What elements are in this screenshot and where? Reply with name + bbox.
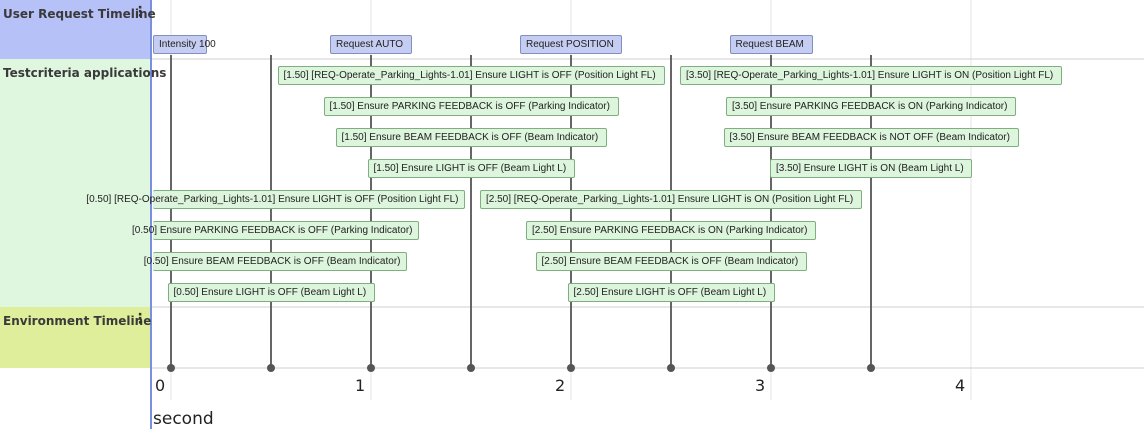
testcriteria-box[interactable]: [1.50] [REQ-Operate_Parking_Lights-1.01]… <box>277 66 665 85</box>
event-dot[interactable] <box>267 364 275 372</box>
axis-tick-label: 1 <box>355 376 366 395</box>
testcriteria-box[interactable]: [2.50] Ensure LIGHT is OFF (Beam Light L… <box>567 283 775 302</box>
user-request-lane-area <box>151 0 1144 59</box>
testcriteria-box[interactable]: [0.50] Ensure BEAM FEEDBACK is OFF (Beam… <box>144 252 407 271</box>
testcriteria-box[interactable]: [0.50] [REQ-Operate_Parking_Lights-1.01]… <box>86 190 465 209</box>
event-dot[interactable] <box>167 364 175 372</box>
event-dot[interactable] <box>867 364 875 372</box>
request-box[interactable]: Request AUTO <box>330 35 412 54</box>
testcriteria-box[interactable]: [2.50] Ensure PARKING FEEDBACK is ON (Pa… <box>526 221 816 240</box>
environment-lane-title: Environment Timeline <box>3 314 152 328</box>
request-box[interactable]: Request POSITION <box>520 35 622 54</box>
testcriteria-box[interactable]: [2.50] Ensure BEAM FEEDBACK is OFF (Beam… <box>535 252 807 271</box>
event-dot[interactable] <box>467 364 475 372</box>
event-dot[interactable] <box>767 364 775 372</box>
event-dot[interactable] <box>367 364 375 372</box>
axis-tick-label: 2 <box>555 376 566 395</box>
testcriteria-box[interactable]: [3.50] Ensure PARKING FEEDBACK is ON (Pa… <box>726 97 1016 116</box>
testcriteria-box[interactable]: [1.50] Ensure LIGHT is OFF (Beam Light L… <box>367 159 575 178</box>
axis-tick-label: 0 <box>155 376 166 395</box>
kebab-menu-icon[interactable]: ⋮ <box>133 311 147 327</box>
user-request-lane-title: User Request Timeline <box>3 7 156 21</box>
testcriteria-box[interactable]: [0.50] Ensure LIGHT is OFF (Beam Light L… <box>167 283 375 302</box>
request-box[interactable]: Request BEAM <box>729 35 813 54</box>
testcriteria-lane-title: Testcriteria applications <box>3 66 167 80</box>
testcriteria-box[interactable]: [2.50] [REQ-Operate_Parking_Lights-1.01]… <box>480 190 862 209</box>
axis-unit-label: second <box>153 409 214 429</box>
testcriteria-lane-header[interactable]: Testcriteria applications <box>0 59 166 307</box>
testcriteria-box[interactable]: [1.50] Ensure PARKING FEEDBACK is OFF (P… <box>323 97 619 116</box>
axis-tick-label: 3 <box>755 376 766 395</box>
testcriteria-box[interactable]: [1.50] Ensure BEAM FEEDBACK is OFF (Beam… <box>335 128 607 147</box>
user-request-lane-header[interactable]: User Request Timeline ⋮ <box>0 0 156 59</box>
testcriteria-box[interactable]: [3.50] Ensure LIGHT is ON (Beam Light L) <box>770 159 972 178</box>
event-dot[interactable] <box>567 364 575 372</box>
kebab-menu-icon[interactable]: ⋮ <box>133 4 147 20</box>
testcriteria-box[interactable]: [3.50] Ensure BEAM FEEDBACK is NOT OFF (… <box>723 128 1019 147</box>
event-dot[interactable] <box>667 364 675 372</box>
environment-lane-header[interactable]: Environment Timeline ⋮ <box>0 307 152 368</box>
testcriteria-box[interactable]: [0.50] Ensure PARKING FEEDBACK is OFF (P… <box>132 221 419 240</box>
request-box[interactable]: Intensity 100 <box>153 35 216 54</box>
environment-lane-area <box>151 307 1144 368</box>
testcriteria-box[interactable]: [3.50] [REQ-Operate_Parking_Lights-1.01]… <box>680 66 1062 85</box>
axis-tick-label: 4 <box>955 376 966 395</box>
